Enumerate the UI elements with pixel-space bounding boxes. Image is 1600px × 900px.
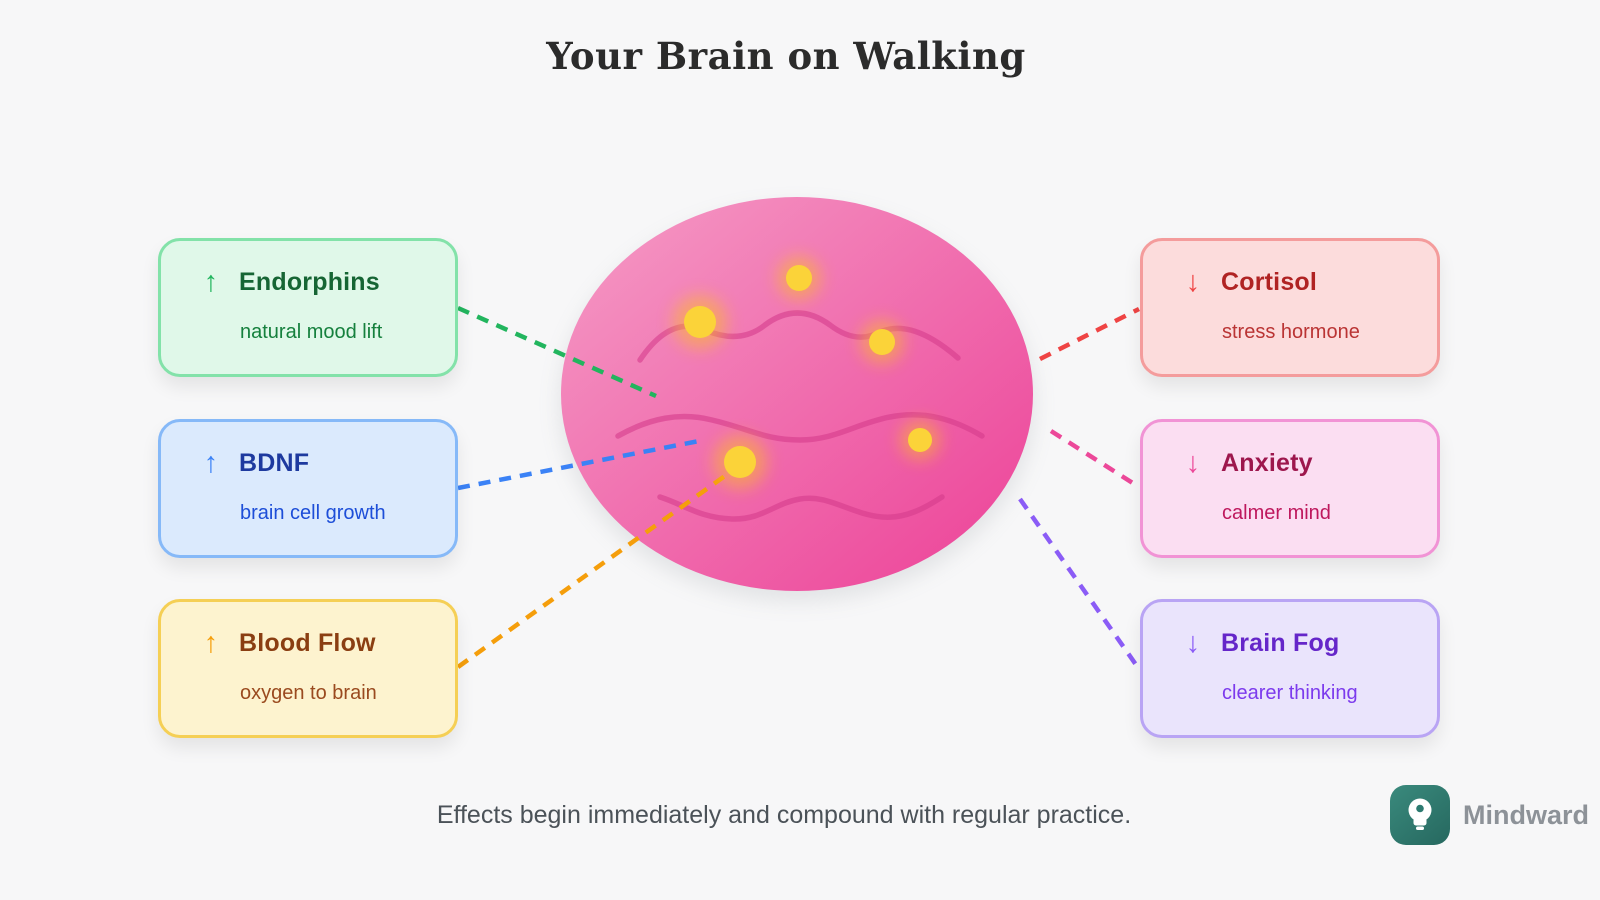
brand-lockup: Mindward	[1390, 785, 1589, 845]
footer-caption: Effects begin immediately and compound w…	[436, 801, 1132, 829]
lightbulb-icon	[1408, 798, 1432, 830]
card-title: Endorphins	[239, 267, 380, 296]
up-arrow-icon: ↑	[203, 626, 219, 659]
up-arrow-icon: ↑	[203, 265, 219, 298]
card-title: BDNF	[239, 448, 310, 477]
up-arrow-icon: ↑	[203, 446, 219, 479]
brain-illustration	[561, 197, 1033, 591]
connector-cortisol	[1038, 306, 1141, 362]
card-anxiety: ↓ Anxiety calmer mind	[1140, 419, 1440, 558]
down-arrow-icon: ↓	[1185, 446, 1201, 479]
card-bdnf: ↑ BDNF brain cell growth	[158, 419, 458, 558]
card-brain-fog: ↓ Brain Fog clearer thinking	[1140, 599, 1440, 738]
brain-sparks	[673, 256, 940, 489]
down-arrow-icon: ↓	[1185, 265, 1201, 298]
spark-dot	[684, 306, 716, 338]
card-title: Blood Flow	[239, 628, 376, 657]
card-subtitle: brain cell growth	[240, 502, 386, 524]
connectors	[456, 305, 1141, 671]
spark-dot	[869, 329, 895, 355]
brand-badge	[1390, 785, 1450, 845]
card-title: Brain Fog	[1221, 628, 1340, 657]
page-title: Your Brain on Walking	[546, 34, 1026, 78]
spark-dot	[786, 265, 812, 291]
down-arrow-icon: ↓	[1185, 626, 1201, 659]
spark-dot	[724, 446, 756, 478]
card-title: Cortisol	[1221, 267, 1318, 296]
card-title: Anxiety	[1221, 448, 1313, 477]
card-subtitle: natural mood lift	[240, 321, 383, 343]
card-blood-flow: ↑ Blood Flow oxygen to brain	[158, 599, 458, 738]
card-subtitle: calmer mind	[1222, 502, 1331, 524]
card-subtitle: oxygen to brain	[240, 682, 377, 704]
connector-anxiety	[1049, 429, 1141, 489]
connector-blood-flow	[456, 471, 731, 669]
connector-endorphins	[457, 305, 657, 399]
spark-dot	[908, 428, 932, 452]
brand-name: Mindward	[1463, 799, 1589, 830]
card-endorphins: ↑ Endorphins natural mood lift	[158, 238, 458, 377]
card-cortisol: ↓ Cortisol stress hormone	[1140, 238, 1440, 377]
card-subtitle: clearer thinking	[1222, 682, 1358, 704]
connector-brain-fog	[1018, 497, 1141, 671]
card-subtitle: stress hormone	[1222, 321, 1360, 343]
